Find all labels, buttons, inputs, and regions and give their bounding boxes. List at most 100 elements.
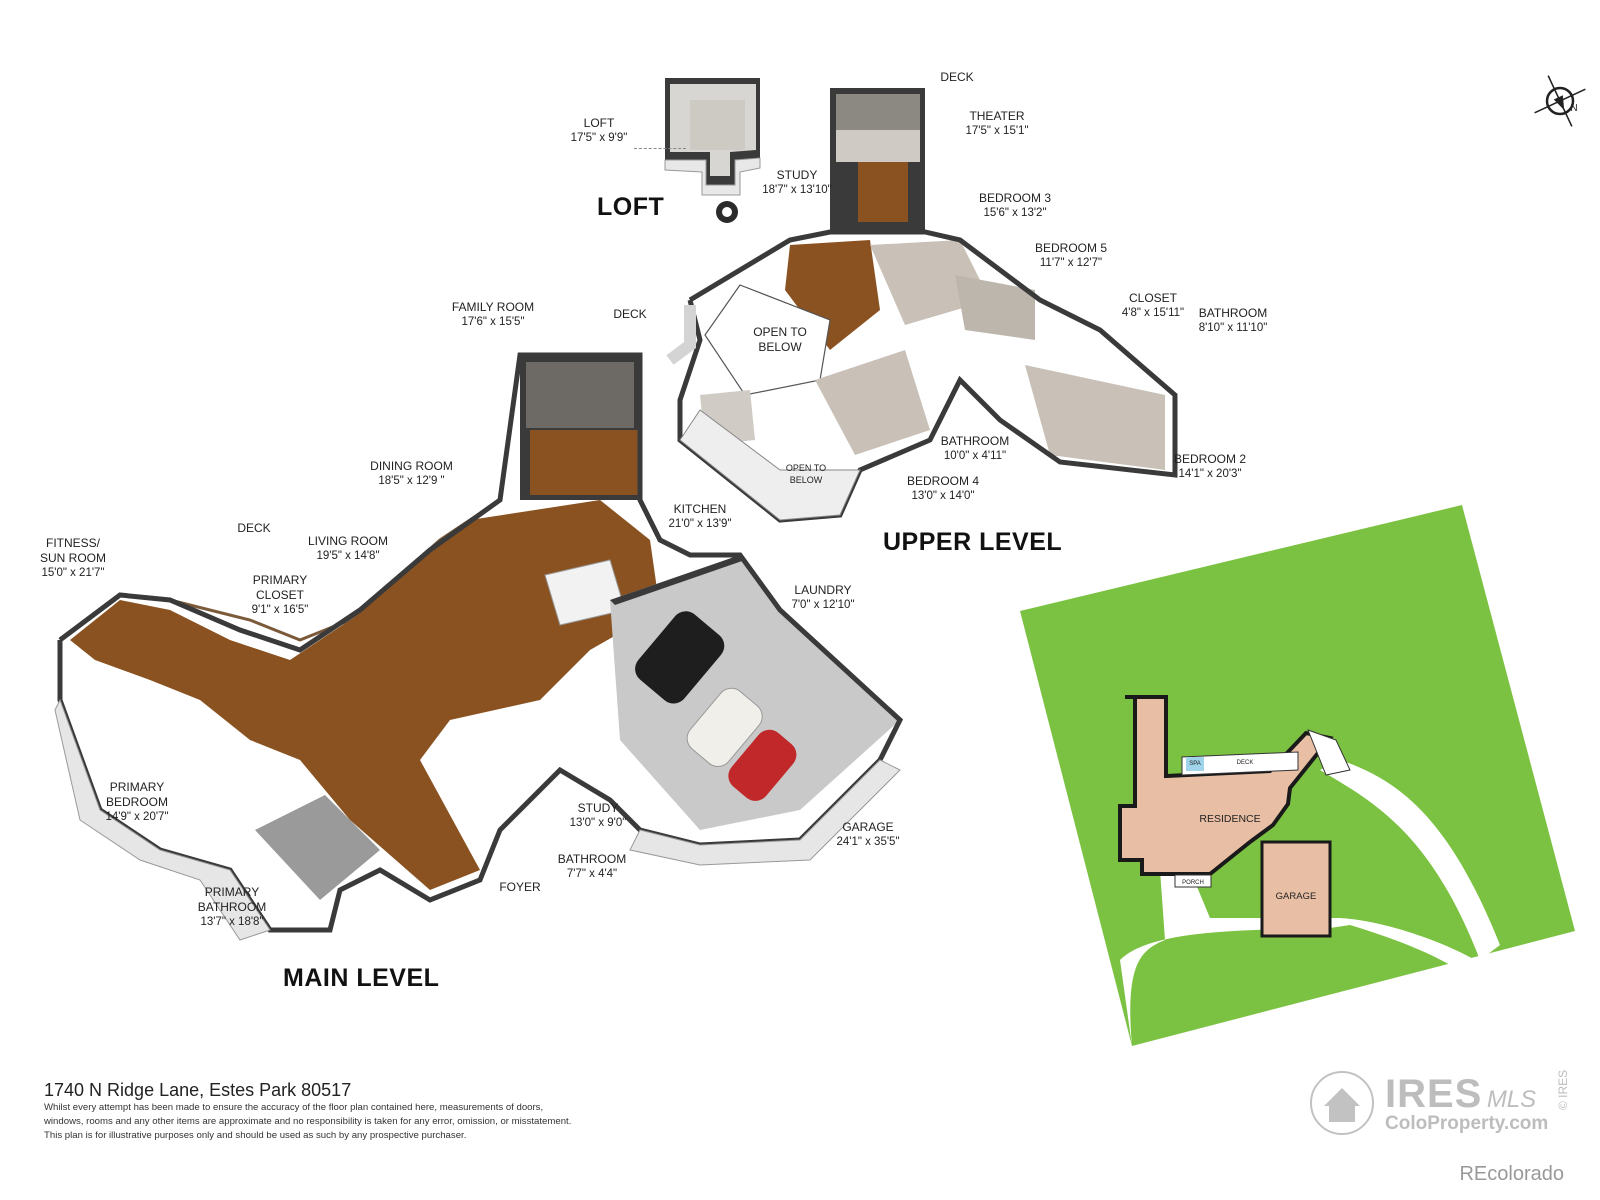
room-name: PRIMARY: [109, 780, 165, 794]
room-name: FITNESS/: [45, 536, 100, 550]
property-address: 1740 N Ridge Lane, Estes Park 80517: [44, 1080, 352, 1100]
room-name: DECK: [237, 521, 271, 535]
level-title-loft: LOFT: [597, 193, 665, 221]
site-label-residence: RESIDENCE: [1199, 813, 1261, 825]
room-dimensions: 18'7" x 13'10": [762, 184, 832, 196]
room-label-fitness-sun-room: FITNESS/ SUN ROOM 15'0" x 21'7": [33, 536, 113, 581]
room-dimensions: 13'7" x 18'8": [200, 916, 264, 928]
credit-text: REcolorado: [1459, 1163, 1564, 1185]
room-label-bedroom-3: BEDROOM 3 15'6" x 13'2": [970, 191, 1060, 221]
room-label-theater: THEATER 17'5" x 15'1": [952, 109, 1042, 139]
level-title-main: MAIN LEVEL: [283, 964, 440, 992]
room-label-garage: GARAGE 24'1" x 35'5": [823, 820, 913, 850]
room-name: BELOW: [789, 475, 823, 485]
room-label-upper-deck: DECK: [932, 70, 982, 85]
room-name: PRIMARY: [204, 885, 260, 899]
room-dimensions: 19'5" x 14'8": [316, 550, 380, 562]
disclaimer-line: Whilst every attempt has been made to en…: [44, 1102, 544, 1113]
site-plan: [1020, 505, 1575, 1046]
room-dimensions: 17'5" x 15'1": [965, 125, 1029, 137]
level-title-upper: UPPER LEVEL: [883, 528, 1063, 556]
room-name: BATHROOM: [557, 852, 627, 866]
room-label-bedroom-2: BEDROOM 2 14'1" x 20'3": [1165, 452, 1255, 482]
room-dimensions: 18'5" x 12'9 ": [378, 475, 445, 487]
site-label-deck: DECK: [1236, 760, 1254, 766]
room-dimensions: 14'1" x 20'3": [1178, 468, 1242, 480]
room-label-open-below-1: OPEN TO BELOW: [745, 325, 815, 355]
main-level-plan: [54, 352, 904, 941]
room-dimensions: 8'10" x 11'10": [1198, 322, 1268, 334]
room-name: THEATER: [969, 109, 1025, 123]
room-name: BELOW: [758, 340, 802, 354]
room-name: STUDY: [577, 801, 619, 815]
compass-icon: [1534, 75, 1586, 127]
room-dimensions: 10'0" x 4'11": [943, 450, 1007, 462]
room-name: FOYER: [499, 880, 541, 894]
room-name: DECK: [613, 307, 647, 321]
room-name: LOFT: [583, 116, 615, 130]
room-name: DECK: [940, 70, 974, 84]
room-name: PRIMARY: [252, 573, 308, 587]
room-name: BATHROOM: [940, 434, 1010, 448]
room-name: BEDROOM 5: [1034, 241, 1107, 255]
compass-north-label: N: [1570, 103, 1578, 114]
room-label-dining-room: DINING ROOM 18'5" x 12'9 ": [364, 459, 459, 489]
room-name: CLOSET: [255, 588, 304, 602]
room-label-loft: LOFT 17'5" x 9'9": [564, 116, 634, 146]
room-name: LAUNDRY: [794, 583, 852, 597]
room-dimensions: 15'6" x 13'2": [983, 207, 1047, 219]
room-name: BEDROOM 2: [1173, 452, 1246, 466]
room-dimensions: 15'0" x 21'7": [41, 567, 105, 579]
room-label-bedroom-5: BEDROOM 5 11'7" x 12'7": [1026, 241, 1116, 271]
room-name: OPEN TO: [785, 463, 827, 473]
room-dimensions: 17'6" x 15'5": [461, 316, 525, 328]
room-dimensions: 4'8" x 15'11": [1121, 307, 1185, 319]
site-label-spa: SPA: [1189, 761, 1201, 767]
room-name: CLOSET: [1128, 291, 1177, 305]
room-label-upper-bathroom: BATHROOM 8'10" x 11'10": [1188, 306, 1278, 336]
watermark-mls: MLS: [1486, 1086, 1537, 1113]
room-dimensions: 24'1" x 35'5": [836, 836, 900, 848]
room-name: DINING ROOM: [370, 459, 453, 473]
room-label-main-bathroom: BATHROOM 7'7" x 4'4": [552, 852, 632, 882]
room-label-main-study: STUDY 13'0" x 9'0": [563, 801, 633, 831]
room-label-open-below-2: OPEN TO BELOW: [776, 462, 836, 486]
room-name: GARAGE: [842, 820, 894, 834]
room-label-laundry: LAUNDRY 7'0" x 12'10": [783, 583, 863, 613]
room-label-upper-study: STUDY 18'7" x 13'10": [752, 168, 842, 198]
room-label-bedroom-4: BEDROOM 4 13'0" x 14'0": [903, 474, 983, 504]
watermark-side: © IRES: [1556, 1069, 1570, 1110]
upper-level-plan: [666, 88, 1178, 523]
room-label-primary-bedroom: PRIMARY BEDROOM 14'9" x 20'7": [97, 780, 177, 825]
room-name: FAMILY ROOM: [451, 300, 535, 314]
room-label-primary-closet: PRIMARY CLOSET 9'1" x 16'5": [240, 573, 320, 618]
room-name: SUN ROOM: [40, 551, 106, 565]
room-dimensions: 7'7" x 4'4": [566, 868, 618, 880]
site-label-garage: GARAGE: [1275, 891, 1317, 902]
room-label-closet: CLOSET 4'8" x 15'11": [1118, 291, 1188, 321]
room-label-living-room: LIVING ROOM 19'5" x 14'8": [303, 534, 393, 564]
room-label-family-room: FAMILY ROOM 17'6" x 15'5": [448, 300, 538, 330]
room-dimensions: 13'0" x 9'0": [569, 817, 627, 829]
room-dimensions: 17'5" x 9'9": [570, 132, 628, 144]
room-name: BATHROOM: [1198, 306, 1268, 320]
room-name: LIVING ROOM: [307, 534, 388, 548]
room-dimensions: 11'7" x 12'7": [1039, 257, 1103, 269]
disclaimer-line: This plan is for illustrative purposes o…: [44, 1130, 467, 1141]
ires-logo-icon: [1302, 1063, 1382, 1143]
room-label-main-deck-right: DECK: [605, 307, 655, 322]
room-dimensions: 9'1" x 16'5": [251, 604, 309, 616]
disclaimer-line: windows, rooms and any other items are a…: [44, 1116, 572, 1127]
room-dimensions: 21'0" x 13'9": [668, 518, 732, 530]
room-dimensions: 7'0" x 12'10": [791, 599, 855, 611]
watermark-brand: IRES: [1385, 1072, 1483, 1116]
watermark: IRES MLS ColoProperty.com: [1385, 1072, 1548, 1135]
loft-plan: [664, 78, 761, 223]
room-label-main-deck-left: DECK: [229, 521, 279, 536]
watermark-site: ColoProperty.com: [1385, 1113, 1549, 1134]
room-dimensions: 13'0" x 14'0": [911, 490, 975, 502]
room-label-bathroom-10: BATHROOM 10'0" x 4'11": [935, 434, 1015, 464]
room-dimensions: 14'9" x 20'7": [105, 811, 169, 823]
room-name: BATHROOM: [197, 900, 267, 914]
